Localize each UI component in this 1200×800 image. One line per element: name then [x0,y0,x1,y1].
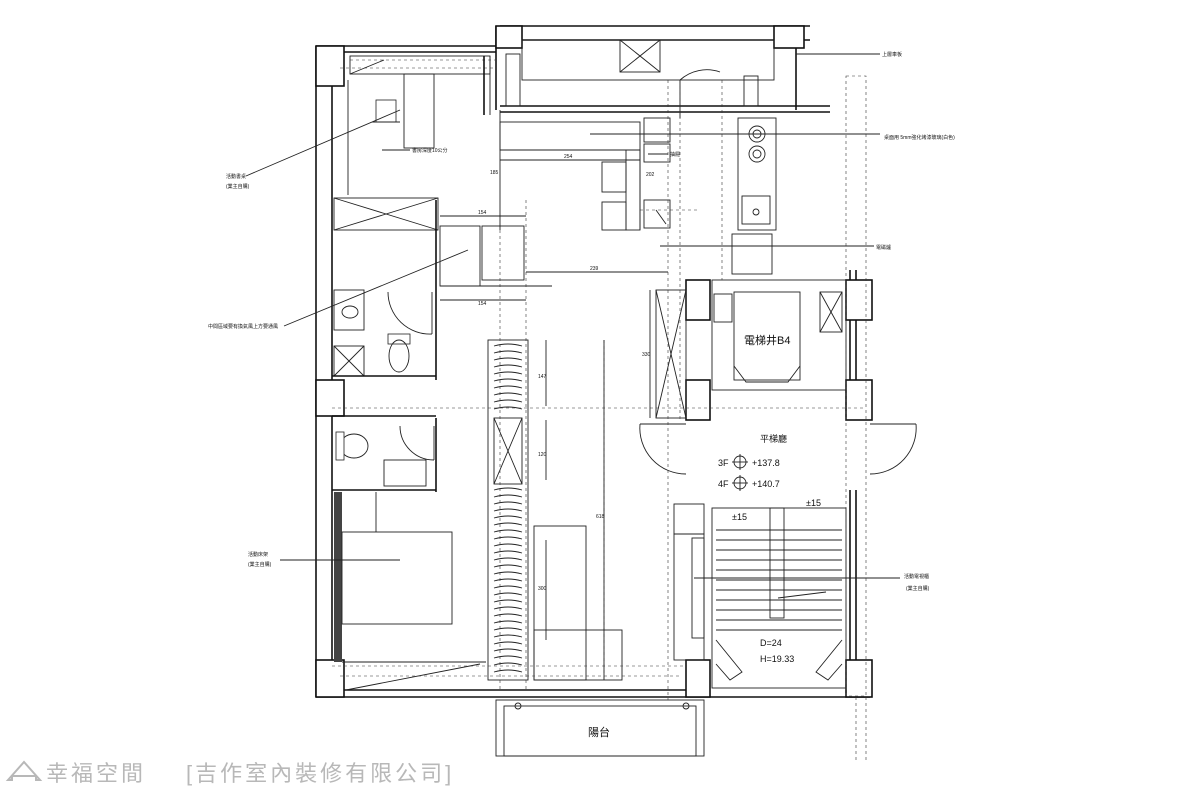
dimension-numbers: 254 154 239 154 147 120 618 300 330 185 … [478,154,655,592]
hanger-mark [493,627,523,631]
hanger-mark [493,641,523,645]
kitchen-island [499,117,671,231]
hanger-mark [493,606,523,610]
hanger-mark [493,564,523,568]
label-level-4f: +140.7 [752,479,780,489]
label-balcony: 陽台 [588,725,610,739]
label-level-a: ±15 [806,498,821,508]
hanger-mark [493,371,523,375]
dim-330: 330 [642,352,651,358]
leader-lines [245,53,900,579]
dim-239: 239 [590,266,599,272]
stairs [711,507,847,689]
bedroom [334,492,486,691]
label-step-d: D=24 [760,638,782,648]
hanger-mark [493,585,523,589]
label-level-b: ±15 [732,512,747,522]
label-tv-note: (業主自購) [906,585,930,592]
label-fridge: 電磁爐 [876,244,891,251]
hanger-mark [493,620,523,624]
dim-618: 618 [596,514,605,520]
hanger-mark [493,648,523,652]
hanger-mark [493,392,523,396]
hanger-mark [493,522,523,526]
hanger-mark [493,557,523,561]
label-desk: 活動書桌 [226,173,246,180]
hanger-mark [493,350,523,354]
bathroom-lower [332,415,437,492]
dim-147: 147 [538,374,547,380]
label-bed-note: (業主自購) [248,561,272,568]
hanger-mark [493,669,523,673]
label-bed: 活動床架 [248,551,268,558]
hanger-mark [493,515,523,519]
label-stair-hall: 平梯廳 [760,433,787,444]
house-logo-icon [5,760,43,781]
hanger-mark [493,550,523,554]
dim-154-b: 154 [478,301,487,307]
label-dining: 抽屜 [670,151,680,158]
living-area [533,289,705,681]
label-tv: 活動電視櫃 [904,573,929,580]
hanger-mark [493,494,523,498]
top-window-band [340,39,775,107]
watermark-company: [吉作室內裝修有限公司] [186,761,454,786]
hanger-mark [493,357,523,361]
dimension-lines [440,110,668,680]
hanger-mark [493,599,523,603]
hanger-mark [493,508,523,512]
label-floor-4f: 4F [718,479,729,489]
label-shelf: 書房深度10公分 [412,147,448,154]
hanger-mark [493,406,523,410]
label-top-glass: 上層車板 [882,51,902,58]
label-floor-3f: 3F [718,458,729,468]
hanger-mark [493,578,523,582]
label-counter-top: 桌面用 5mm強化烤漆玻璃(白色) [884,134,955,141]
dim-202: 202 [646,172,655,178]
hanger-mark [493,378,523,382]
watermark-brand: 幸福空間 [46,761,146,786]
hanger-mark [493,571,523,575]
balcony [495,699,705,757]
hanger-mark [493,385,523,389]
annotation-labels: 上層車板 桌面用 5mm強化烤漆玻璃(白色) 抽屜 電磁爐 活動書桌 (業主自購… [208,51,955,739]
dim-300: 300 [538,586,547,592]
wardrobe [487,339,529,681]
dim-254: 254 [564,154,573,160]
hanger-mark [493,613,523,617]
hanger-mark [493,501,523,505]
hanger-mark [493,655,523,659]
label-elevator: 電梯井B4 [744,333,790,347]
label-step-h: H=19.33 [760,654,794,664]
hanger-mark [493,543,523,547]
dim-120: 120 [538,452,547,458]
hanger-mark [493,364,523,368]
hanger-mark [493,399,523,403]
hanger-mark [493,343,523,347]
dim-154-a: 154 [478,210,487,216]
hanger-mark [493,592,523,596]
watermark: 幸福空間 [吉作室內裝修有限公司] [5,760,454,786]
hanger-mark [493,634,523,638]
label-level-3f: +137.8 [752,458,780,468]
bathroom-upper [332,197,552,380]
label-desk-note: (業主自購) [226,183,250,190]
hanger-mark [493,529,523,533]
label-ventilation: 中間區域要有換氣風上方要通風 [208,323,278,330]
hanger-mark [493,487,523,491]
hanger-mark [493,536,523,540]
dim-185: 185 [490,170,499,176]
stair-hall [639,423,917,491]
hanger-mark [493,662,523,666]
kitchen-counter [679,69,777,275]
outer-walls [315,25,870,698]
study-room [347,55,491,195]
